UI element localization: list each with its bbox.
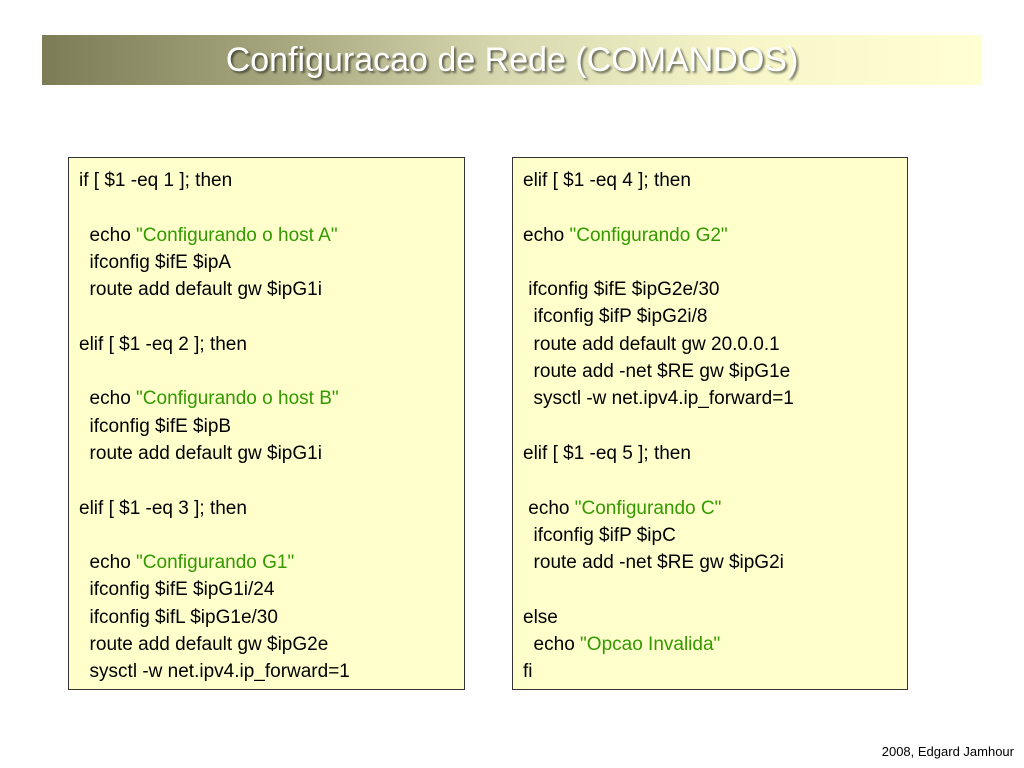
code-line: route add default gw $ipG1i (79, 440, 454, 467)
code-text: ifconfig $ifE $ipG1i/24 (79, 579, 275, 601)
code-text: echo (523, 634, 581, 656)
code-line (79, 303, 454, 330)
code-line: ifconfig $ifE $ipA (79, 249, 454, 276)
code-text: echo (523, 224, 570, 246)
code-line: ifconfig $ifE $ipB (79, 413, 454, 440)
string-literal: "Configurando o host B" (136, 388, 339, 410)
code-line: elif [ $1 -eq 3 ]; then (79, 495, 454, 522)
slide-title: Configuracao de Rede (COMANDOS) (225, 41, 799, 79)
code-text: ifconfig $ifE $ipB (79, 415, 232, 437)
code-text: elif [ $1 -eq 4 ]; then (523, 170, 691, 191)
code-line: ifconfig $ifP $ipC (523, 522, 897, 549)
code-line: ifconfig $ifL $ipG1e/30 (79, 604, 454, 631)
code-line: ifconfig $ifE $ipG2e/30 (523, 276, 897, 303)
code-line: sysctl -w net.ipv4.ip_forward=1 (523, 385, 897, 412)
code-line: ifconfig $ifE $ipG1i/24 (79, 576, 454, 603)
code-line (523, 413, 897, 440)
code-line (79, 522, 454, 549)
code-text: route add default gw 20.0.0.1 (523, 333, 780, 355)
code-panel-right: elif [ $1 -eq 4 ]; then echo "Configuran… (512, 157, 908, 690)
code-line (79, 358, 454, 385)
code-text: ifconfig $ifP $ipG2i/8 (523, 306, 708, 328)
code-text: ifconfig $ifE $ipA (79, 251, 232, 273)
string-literal: "Configurando C" (574, 497, 722, 519)
code-text: echo (79, 552, 137, 574)
code-text: elif [ $1 -eq 3 ]; then (79, 497, 247, 519)
slide-footer: 2008, Edgard Jamhour (881, 744, 1014, 759)
code-text: if [ $1 -eq 1 ]; then (79, 170, 233, 191)
code-line: route add default gw $ipG1i (79, 276, 454, 303)
code-line: fi (523, 658, 897, 685)
code-line: sysctl -w net.ipv4.ip_forward=1 (79, 658, 454, 685)
code-text: route add default gw $ipG1i (79, 442, 322, 464)
code-line: if [ $1 -eq 1 ]; then (79, 167, 454, 194)
code-line (523, 194, 897, 221)
code-text: route add default gw $ipG2e (79, 634, 329, 656)
code-text: ifconfig $ifE $ipG2e/30 (523, 279, 720, 301)
code-text: elif [ $1 -eq 5 ]; then (523, 442, 691, 464)
code-line: elif [ $1 -eq 5 ]; then (523, 440, 897, 467)
string-literal: "Configurando G1" (136, 552, 295, 574)
string-literal: "Configurando o host A" (136, 224, 338, 246)
code-line: echo "Configurando G2" (523, 222, 897, 249)
code-text: sysctl -w net.ipv4.ip_forward=1 (523, 388, 794, 410)
code-line: echo "Configurando C" (523, 495, 897, 522)
code-line: echo "Opcao Invalida" (523, 631, 897, 658)
code-line: else (523, 604, 897, 631)
code-text: else (523, 606, 558, 628)
code-line: elif [ $1 -eq 4 ]; then (523, 167, 897, 194)
code-line: route add default gw $ipG2e (79, 631, 454, 658)
code-text: ifconfig $ifP $ipC (523, 524, 676, 546)
code-line: elif [ $1 -eq 2 ]; then (79, 331, 454, 358)
title-bar (42, 35, 982, 85)
code-line: route add -net $RE gw $ipG1e (523, 358, 897, 385)
code-line (79, 194, 454, 221)
code-text: route add -net $RE gw $ipG2i (523, 552, 784, 574)
code-text: echo (79, 388, 137, 410)
code-line: ifconfig $ifP $ipG2i/8 (523, 303, 897, 330)
code-line: echo "Configurando G1" (79, 549, 454, 576)
code-line (523, 467, 897, 494)
code-line: echo "Configurando o host A" (79, 222, 454, 249)
code-text: route add default gw $ipG1i (79, 279, 322, 301)
code-text: route add -net $RE gw $ipG1e (523, 361, 791, 383)
string-literal: "Opcao Invalida" (580, 634, 721, 656)
code-line (523, 576, 897, 603)
code-text: sysctl -w net.ipv4.ip_forward=1 (79, 661, 350, 683)
code-line: route add default gw 20.0.0.1 (523, 331, 897, 358)
code-panel-left: if [ $1 -eq 1 ]; then echo "Configurando… (68, 157, 465, 690)
code-text: echo (523, 497, 575, 519)
string-literal: "Configurando G2" (569, 224, 728, 246)
code-text: fi (523, 661, 533, 683)
code-text: elif [ $1 -eq 2 ]; then (79, 333, 247, 355)
code-line: echo "Configurando o host B" (79, 385, 454, 412)
code-line: route add -net $RE gw $ipG2i (523, 549, 897, 576)
code-line (79, 467, 454, 494)
code-text: echo (79, 224, 137, 246)
code-text: ifconfig $ifL $ipG1e/30 (79, 606, 278, 628)
code-line (523, 249, 897, 276)
